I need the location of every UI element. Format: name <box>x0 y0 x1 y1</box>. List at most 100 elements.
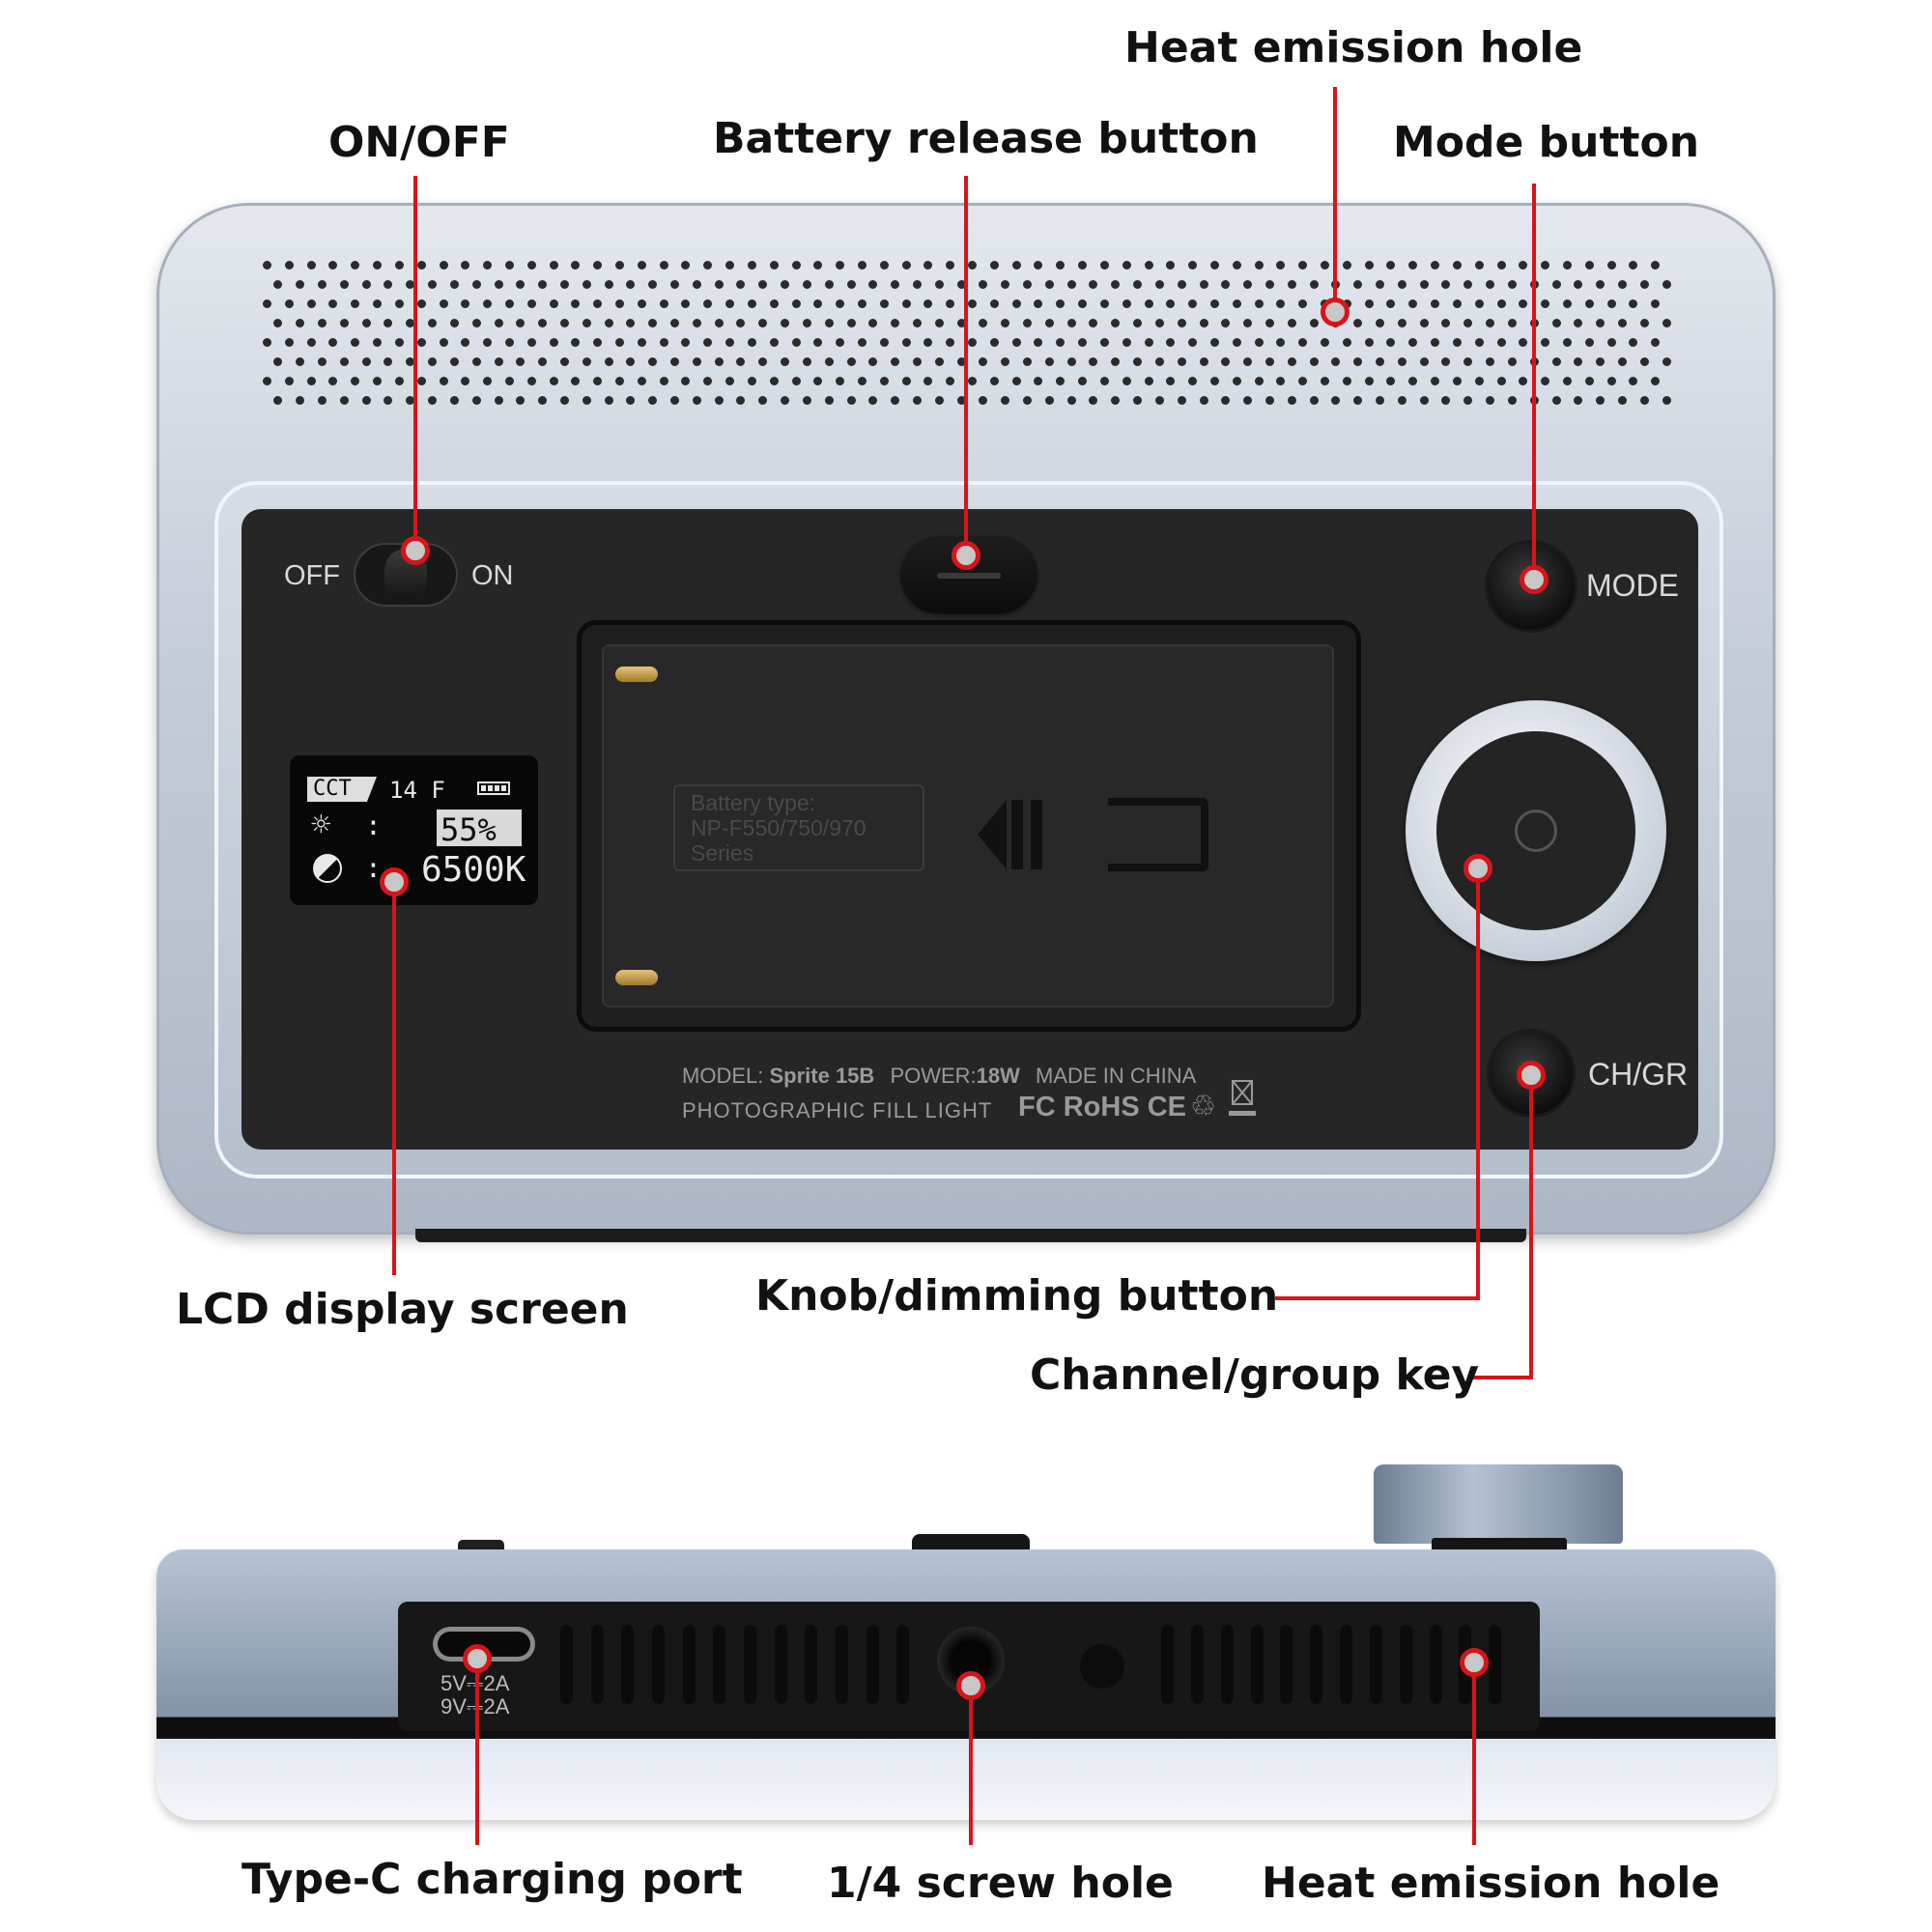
vent-hole <box>494 280 503 289</box>
vent-hole <box>1441 396 1451 405</box>
battery-contact-top <box>615 667 658 682</box>
vent-hole <box>670 319 680 327</box>
vent-hole <box>1441 280 1451 289</box>
vent-hole <box>1562 261 1572 270</box>
vent-hole <box>1177 357 1186 366</box>
vent-hole <box>813 338 823 347</box>
vent-hole <box>549 299 558 308</box>
vent-hole <box>615 299 624 308</box>
vent-hole <box>1519 377 1528 385</box>
vent-hole <box>1276 377 1286 385</box>
vent-hole <box>1144 377 1153 385</box>
vent-hole <box>1089 280 1098 289</box>
lcd-temperature: 6500K <box>421 850 526 890</box>
vent-hole <box>1056 377 1065 385</box>
vent-hole <box>1166 261 1176 270</box>
vent-hole <box>538 357 548 366</box>
vent-hole <box>1452 338 1462 347</box>
vent-hole <box>626 396 636 405</box>
vent-hole <box>1243 396 1253 405</box>
battery-type-label-box: Battery type: NP-F550/750/970 Series <box>673 784 924 871</box>
vent-hole <box>516 280 526 289</box>
vent-hole <box>361 396 371 405</box>
vent-hole <box>1441 357 1451 366</box>
heat-slot <box>866 1625 879 1704</box>
vent-hole <box>736 357 746 366</box>
vent-hole <box>1154 357 1164 366</box>
vent-hole <box>891 280 900 289</box>
vent-hole <box>836 377 845 385</box>
vent-hole <box>989 261 999 270</box>
dimming-knob[interactable] <box>1406 700 1666 961</box>
vent-hole <box>273 280 283 289</box>
port-rating-1: 5V⎓2A <box>440 1671 509 1696</box>
vent-hole <box>1397 396 1406 405</box>
vent-hole <box>1221 357 1231 366</box>
vent-hole <box>956 357 966 366</box>
vent-hole <box>582 280 591 289</box>
vent-hole <box>747 377 756 385</box>
vent-hole <box>956 319 966 327</box>
battery-clip-icon <box>1108 798 1208 871</box>
vent-hole <box>538 280 548 289</box>
marker-battery-release <box>952 541 980 570</box>
vent-hole <box>1221 319 1231 327</box>
vent-hole <box>1321 377 1329 385</box>
vent-hole <box>968 377 977 385</box>
vent-hole <box>559 319 569 327</box>
vent-hole <box>1309 319 1319 327</box>
vent-hole <box>1584 338 1594 347</box>
power-prefix: POWER: <box>890 1064 977 1088</box>
made-in: MADE IN CHINA <box>1036 1064 1197 1088</box>
knob-center-mark <box>1515 810 1557 852</box>
vent-hole <box>968 261 977 270</box>
vent-hole <box>406 319 415 327</box>
vent-hole <box>1617 396 1627 405</box>
vent-hole <box>273 357 283 366</box>
vent-hole <box>384 280 393 289</box>
vent-hole <box>1364 299 1374 308</box>
heat-slot <box>1340 1625 1352 1704</box>
vent-hole <box>461 261 470 270</box>
on-label: ON <box>471 560 514 591</box>
lcd-mode-tag <box>307 777 377 802</box>
leader-on-off <box>413 176 417 553</box>
vent-hole <box>681 377 691 385</box>
vent-hole <box>1023 319 1033 327</box>
vent-hole <box>296 396 305 405</box>
vent-hole <box>1001 280 1010 289</box>
leader-mode <box>1532 184 1536 580</box>
vent-hole <box>373 377 383 385</box>
vent-hole <box>879 299 889 308</box>
vent-hole <box>781 319 790 327</box>
vent-hole <box>791 338 801 347</box>
vent-hole <box>813 299 823 308</box>
vent-hole <box>428 396 438 405</box>
vent-hole <box>857 377 867 385</box>
vent-hole <box>1397 319 1406 327</box>
vent-hole <box>593 299 603 308</box>
vent-hole <box>1056 299 1065 308</box>
heat-slot <box>1220 1625 1234 1704</box>
vent-hole <box>1386 261 1396 270</box>
vent-hole <box>328 338 338 347</box>
vent-hole <box>1166 338 1176 347</box>
vent-hole <box>328 377 338 385</box>
vent-hole <box>1519 261 1528 270</box>
vent-hole <box>1188 377 1198 385</box>
color-temp-icon <box>313 854 342 883</box>
lcd-brightness-box <box>437 810 522 846</box>
heat-slot <box>652 1625 665 1704</box>
marker-screw <box>956 1671 985 1700</box>
vent-hole <box>449 396 459 405</box>
vent-hole <box>813 377 823 385</box>
vent-hole <box>934 357 944 366</box>
vent-hole <box>781 280 790 289</box>
battery-type-line-3: Series <box>691 840 754 866</box>
vent-hole <box>891 319 900 327</box>
vent-hole <box>659 261 668 270</box>
vent-hole <box>263 338 271 347</box>
vent-hole <box>571 261 581 270</box>
vent-hole <box>1617 280 1627 289</box>
eject-bars-icon <box>1011 800 1050 869</box>
